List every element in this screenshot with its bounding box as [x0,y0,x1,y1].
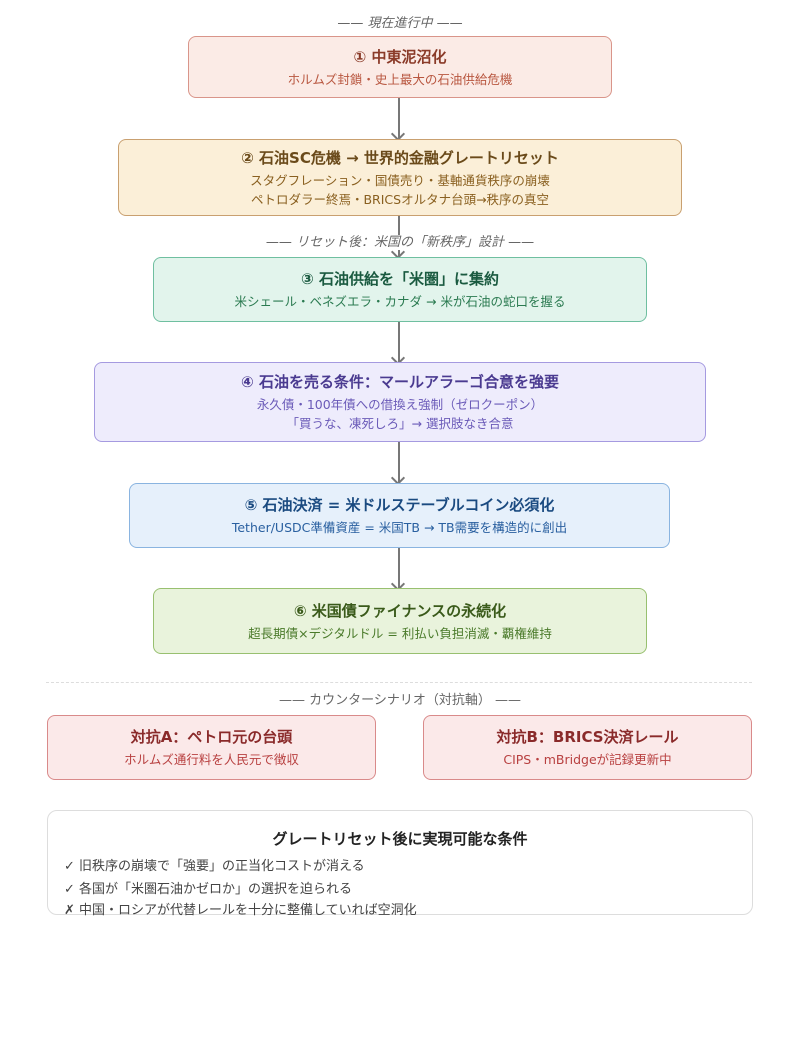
counter-detail: ホルムズ通行料を人民元で徴収 [124,752,299,767]
step-title: ④ 石油を売る条件：マールアラーゴ合意を強要 [241,373,559,391]
section-label-reset: —— リセット後：米国の「新秩序」設計 —— [0,231,800,250]
step-detail: スタグフレーション・国債売り・基軸通貨秩序の崩壊 [250,172,550,188]
condition-item: ✗ 中国・ロシアが代替レールを十分に整備していれば空洞化 [64,903,417,918]
step-detail: ペトロダラー終焉・BRICSオルタナ台頭→秩序の真空 [250,191,550,207]
step-detail: Tether/USDC準備資産 = 米国TB → TB需要を構造的に創出 [231,520,568,535]
divider [46,682,752,683]
step-title: ⑥ 米国債ファイナンスの永続化 [293,601,507,620]
conditions-title: グレートリセット後に実現可能な条件 [272,830,528,848]
step-title: ③ 石油供給を「米圏」に集約 [301,270,499,288]
counter-b: 対抗B：BRICS決済レール CIPS・mBridgeが記録更新中 [423,715,752,780]
step-6: ⑥ 米国債ファイナンスの永続化 超長期債×デジタルドル = 利払い負担消滅・覇権… [153,588,647,654]
step-detail: 「買うな、凍死しろ」→ 選択肢なき合意 [286,416,514,431]
section-label-reset-text: —— リセット後：米国の「新秩序」設計 —— [261,235,539,250]
arrow-icon [398,548,400,588]
counter-title: 対抗B：BRICS決済レール [496,728,679,746]
step-1: ① 中東泥沼化 ホルムズ封鎖・史上最大の石油供給危機 [188,36,612,98]
step-title: ⑤ 石油決済 = 米ドルステーブルコイン必須化 [244,496,555,514]
arrow-icon [398,442,400,482]
section-label-counter: —— カウンターシナリオ（対抗軸） —— [278,693,521,708]
step-detail: 米シェール・ベネズエラ・カナダ → 米が石油の蛇口を握る [234,294,566,309]
counter-title: 対抗A：ペトロ元の台頭 [130,728,293,746]
arrow-icon [398,98,400,138]
step-title: ② 石油SC危機 → 世界的金融グレートリセット [241,148,559,167]
step-title: ① 中東泥沼化 [353,47,447,66]
condition-item: ✓ 旧秩序の崩壊で「強要」の正当化コストが消える [64,859,365,874]
section-label-current: —— 現在進行中 —— [337,16,463,31]
step-4: ④ 石油を売る条件：マールアラーゴ合意を強要 永久債・100年債への借換え強制（… [94,362,706,442]
counter-a: 対抗A：ペトロ元の台頭 ホルムズ通行料を人民元で徴収 [47,715,376,780]
step-5: ⑤ 石油決済 = 米ドルステーブルコイン必須化 Tether/USDC準備資産 … [129,483,670,548]
conditions-box: グレートリセット後に実現可能な条件 ✓ 旧秩序の崩壊で「強要」の正当化コストが消… [47,810,753,918]
step-detail: ホルムズ封鎖・史上最大の石油供給危機 [287,71,513,87]
step-2: ② 石油SC危機 → 世界的金融グレートリセット スタグフレーション・国債売り・… [118,139,682,216]
arrow-icon [398,322,400,362]
step-detail: 超長期債×デジタルドル = 利払い負担消滅・覇権維持 [248,625,552,641]
condition-item: ✓ 各国が「米圏石油かゼロか」の選択を迫られる [64,882,353,897]
step-detail: 永久債・100年債への借換え強制（ゼロクーポン） [256,397,544,412]
counter-detail: CIPS・mBridgeが記録更新中 [503,752,672,767]
step-3: ③ 石油供給を「米圏」に集約 米シェール・ベネズエラ・カナダ → 米が石油の蛇口… [153,257,647,322]
